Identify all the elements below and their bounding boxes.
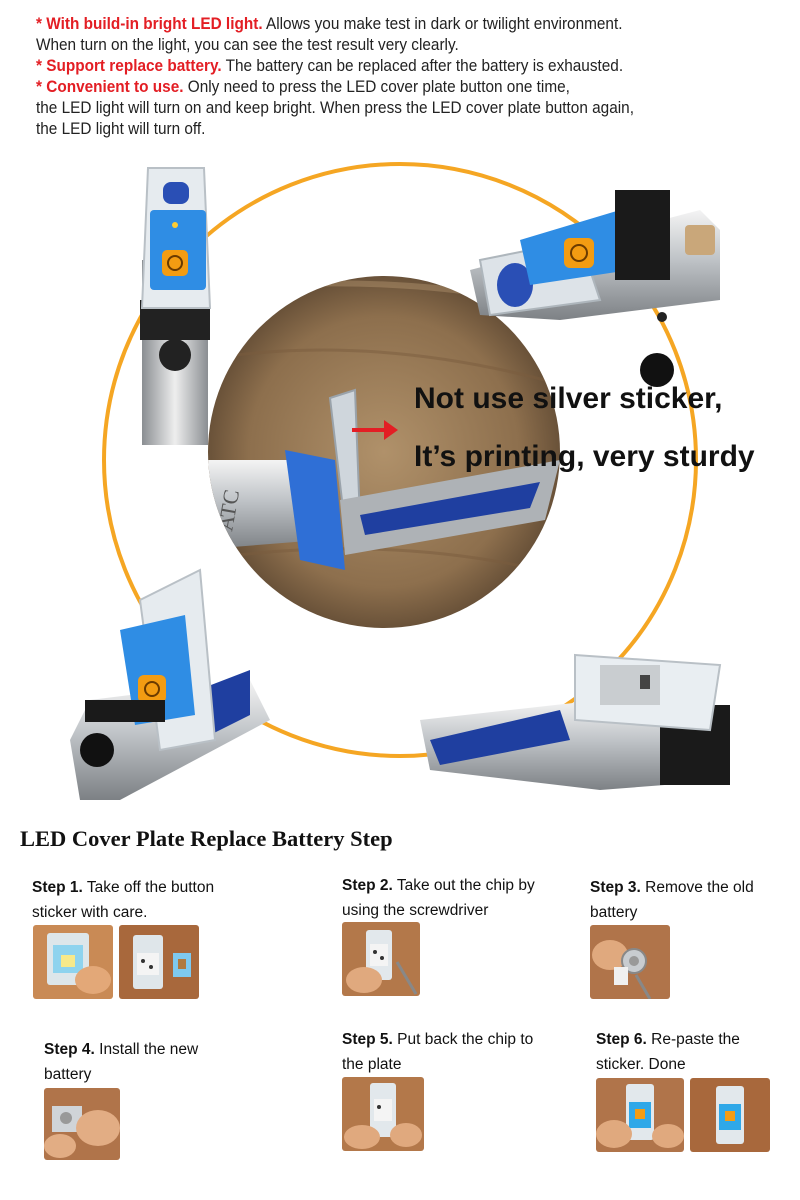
feature-line-6: the LED light will turn off. xyxy=(36,120,206,138)
step-6: Step 6. Re-paste the sticker. Done xyxy=(596,1027,800,1077)
step-4-photo xyxy=(44,1088,120,1160)
device-bottom-right xyxy=(420,653,730,790)
step-1: Step 1. Take off the button sticker with… xyxy=(32,875,252,925)
diagram-illustration: ATC xyxy=(70,162,730,800)
power-icon xyxy=(162,250,188,276)
step-1-photo-b xyxy=(119,925,199,999)
step-2: Step 2. Take out the chip by using the s… xyxy=(342,873,562,923)
step-3-text: Step 3. Remove the old battery xyxy=(590,879,754,921)
callout-printing: It’s printing, very sturdy xyxy=(414,440,755,473)
feature-line-1: * With build-in bright LED light. Allows… xyxy=(36,15,623,33)
step-3-photos xyxy=(590,925,670,999)
device-top-left xyxy=(140,167,212,445)
step-4: Step 4. Install the new battery xyxy=(44,1037,264,1087)
feature-line-2: When turn on the light, you can see the … xyxy=(36,36,459,54)
step-5-text: Step 5. Put back the chip to the plate xyxy=(342,1031,534,1073)
steps-title: LED Cover Plate Replace Battery Step xyxy=(20,826,393,851)
device-bottom-left xyxy=(70,568,270,800)
step-5: Step 5. Put back the chip to the plate xyxy=(342,1027,562,1077)
step-4-photos xyxy=(44,1088,120,1160)
step-5-photos xyxy=(342,1077,424,1151)
product-diagram: ATC xyxy=(0,160,800,800)
step-6-photo-b xyxy=(690,1078,770,1152)
device-top-right xyxy=(470,190,720,387)
step-2-text: Step 2. Take out the chip by using the s… xyxy=(342,877,535,919)
step-6-photo-a xyxy=(596,1078,684,1152)
step-1-text: Step 1. Take off the button sticker with… xyxy=(32,879,215,921)
feature-line-5: the LED light will turn on and keep brig… xyxy=(36,99,634,117)
step-1-photo-a xyxy=(33,925,113,999)
step-2-photos xyxy=(342,922,420,996)
step-3: Step 3. Remove the old battery xyxy=(590,875,800,925)
step-2-photo xyxy=(342,922,420,996)
step-3-photo xyxy=(590,925,670,999)
step-1-photos xyxy=(33,925,199,999)
step-5-photo xyxy=(342,1077,424,1151)
orange-ring xyxy=(102,162,698,758)
step-4-text: Step 4. Install the new battery xyxy=(44,1041,199,1083)
callout-silver-sticker: Not use silver sticker, xyxy=(414,382,723,415)
feature-line-4: * Convenient to use. Only need to press … xyxy=(36,78,570,96)
step-6-text: Step 6. Re-paste the sticker. Done xyxy=(596,1031,740,1073)
step-6-photos xyxy=(596,1078,770,1152)
feature-line-3: * Support replace battery. The battery c… xyxy=(36,57,624,75)
feature-list: * With build-in bright LED light. Allows… xyxy=(36,14,734,140)
red-arrow-icon xyxy=(352,420,398,440)
